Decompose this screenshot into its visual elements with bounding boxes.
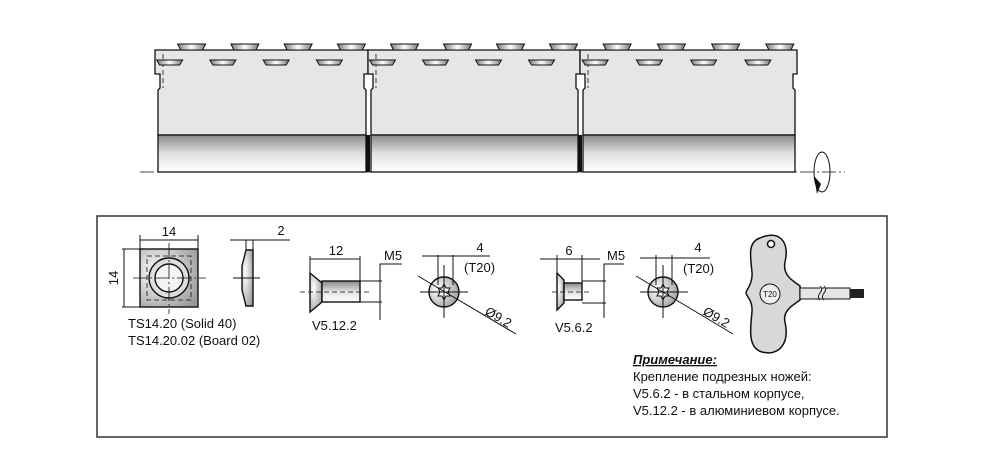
insert-front-view: 14 14 [106, 224, 206, 314]
insert-thickness-dim: 2 [277, 223, 284, 238]
drive-type-1: (T20) [464, 260, 495, 275]
insert-label-board: TS14.20.02 (Board 02) [128, 333, 260, 348]
segment-joint [578, 135, 582, 172]
screw-short-label: V5.6.2 [555, 320, 593, 335]
top-knife [176, 43, 207, 51]
side-knife [689, 59, 718, 66]
top-knife [602, 43, 632, 51]
head-segment-base [157, 134, 367, 173]
segment-joint [366, 135, 370, 172]
side-knife [208, 59, 237, 66]
note-line-1: Крепление подрезных ножей: [633, 369, 812, 384]
side-knife [315, 59, 344, 66]
side-knife [527, 59, 556, 66]
cutter-head [140, 43, 845, 194]
screw-long-label: V5.12.2 [312, 318, 357, 333]
screw-short-view: 6 M5 V5.6.2 [540, 243, 625, 335]
side-knife [581, 59, 610, 66]
insert-width-dim: 14 [162, 224, 176, 239]
top-knife [442, 43, 473, 51]
side-knife [474, 59, 503, 66]
screw-short-thread: M5 [607, 248, 625, 263]
side-knife [155, 59, 184, 66]
side-knife [743, 59, 772, 66]
insert-side-view: 2 [230, 223, 290, 307]
top-knife [710, 43, 741, 51]
note-line-3: V5.12.2 - в алюминиевом корпусе. [633, 403, 840, 418]
note-title: Примечание: [633, 352, 717, 367]
insert-label-solid: TS14.20 (Solid 40) [128, 316, 236, 331]
t20-key-icon: T20 [745, 234, 864, 354]
side-knife [635, 59, 664, 66]
screw-long-length-dim: 12 [329, 243, 343, 258]
drive-size-dim-2: 4 [694, 240, 701, 255]
head-segment-base [582, 134, 796, 173]
top-knife [656, 43, 687, 51]
drive-size-dim-1: 4 [476, 240, 483, 255]
top-knife [336, 43, 367, 51]
head-segment-base [370, 134, 579, 173]
top-knife [389, 43, 420, 51]
screw-long-thread: M5 [384, 248, 402, 263]
key-label: T20 [763, 290, 777, 299]
top-knife [765, 43, 795, 51]
top-knife [548, 43, 579, 51]
side-knife [262, 59, 291, 66]
note-line-2: V5.6.2 - в стальном корпусе, [633, 386, 805, 401]
screw-short-length-dim: 6 [565, 243, 572, 258]
side-knife [368, 59, 397, 66]
top-knife [495, 43, 526, 51]
drive-type-2: (T20) [683, 261, 714, 276]
top-knife [230, 43, 260, 51]
side-knife [421, 59, 450, 66]
insert-height-dim: 14 [106, 271, 121, 285]
screw-long-view: 12 M5 V5.12.2 [300, 243, 402, 333]
top-knife [283, 43, 313, 51]
rotation-arrow-icon [813, 151, 831, 194]
